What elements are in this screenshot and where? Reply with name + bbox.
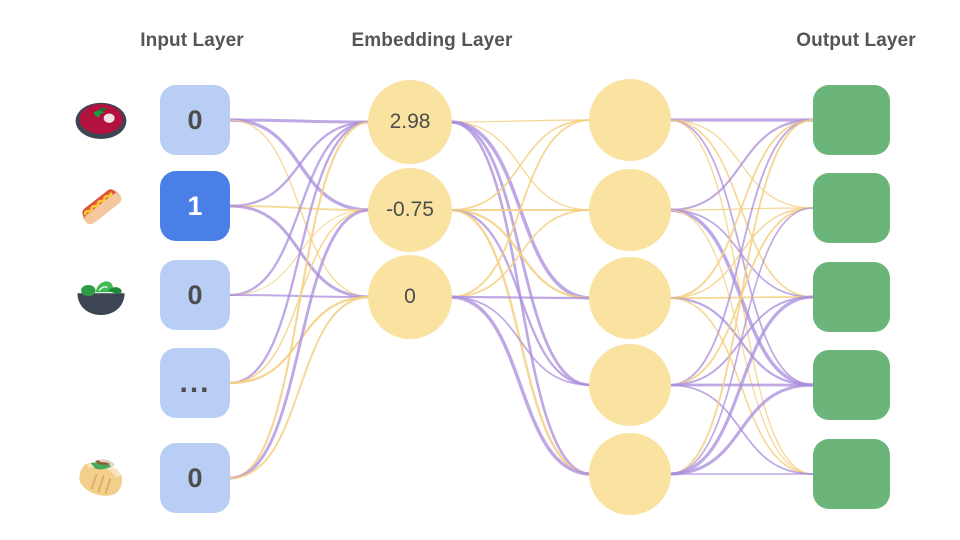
connection-line xyxy=(449,295,592,300)
connection-line xyxy=(668,119,814,209)
connection-line xyxy=(449,121,592,211)
input-node-value: 0 xyxy=(187,279,203,310)
connection-line xyxy=(229,204,371,299)
embedding-node-value: -0.75 xyxy=(386,198,434,221)
connection-line xyxy=(668,119,814,386)
connection-line xyxy=(668,209,814,298)
connection-line xyxy=(668,297,814,475)
embedding-node-2[interactable]: 0 xyxy=(368,255,452,339)
connection-line xyxy=(229,120,371,208)
input-node-4[interactable]: 0 xyxy=(160,443,230,513)
output-node-0[interactable] xyxy=(813,85,890,155)
connection-line xyxy=(668,383,814,476)
input-node-value: ... xyxy=(179,366,211,399)
connection-line xyxy=(229,118,371,124)
burrito-icon xyxy=(72,449,130,507)
connection-line xyxy=(449,208,592,300)
hot-dog-icon xyxy=(72,177,130,235)
output-node-1[interactable] xyxy=(813,173,890,243)
hidden-node-3[interactable] xyxy=(589,344,671,426)
embedding-node-0[interactable]: 2.98 xyxy=(368,80,452,164)
layer-title: Input Layer xyxy=(140,30,244,51)
connection-line xyxy=(668,296,814,299)
embedding-node-value: 0 xyxy=(404,285,416,308)
output-node-2[interactable] xyxy=(813,262,890,332)
input-node-value: 1 xyxy=(187,190,203,221)
connection-line xyxy=(668,296,814,387)
connection-line xyxy=(229,296,371,479)
salad-bowl-icon xyxy=(72,266,130,324)
connection-line xyxy=(668,119,814,475)
connection-line xyxy=(229,205,371,211)
input-node-2[interactable]: 0 xyxy=(160,260,230,330)
connection-line xyxy=(449,208,592,476)
connection-line xyxy=(449,120,592,387)
connection-line xyxy=(229,295,371,385)
steak-bowl-icon xyxy=(72,91,130,149)
hidden-node-1[interactable] xyxy=(589,169,671,251)
connection-line xyxy=(449,208,592,387)
input-node-3[interactable]: ... xyxy=(160,348,230,418)
connection-line xyxy=(668,119,814,299)
connection-line xyxy=(449,119,592,298)
connection-line xyxy=(668,207,814,475)
connection-line xyxy=(449,119,592,123)
connection-line xyxy=(449,296,592,386)
connection-line xyxy=(668,209,814,475)
hidden-node-2[interactable] xyxy=(589,257,671,339)
connection-line xyxy=(668,119,814,386)
connection-line xyxy=(229,118,371,212)
embedding-node-1[interactable]: -0.75 xyxy=(368,168,452,252)
connection-line xyxy=(668,119,814,475)
connection-line xyxy=(229,120,371,297)
input-node-1[interactable]: 1 xyxy=(160,171,230,241)
connection-line xyxy=(668,119,814,298)
output-node-4[interactable] xyxy=(813,439,890,509)
connection-line xyxy=(449,209,592,298)
connection-line xyxy=(229,120,371,385)
connection-line xyxy=(449,119,592,211)
hidden-node-4[interactable] xyxy=(589,433,671,515)
connection-line xyxy=(668,207,814,211)
connection-line xyxy=(229,120,371,480)
input-node-value: 0 xyxy=(187,104,203,135)
connection-line xyxy=(229,208,371,480)
connection-line xyxy=(668,295,814,476)
embedding-node-value: 2.98 xyxy=(389,110,431,133)
input-node-value: 0 xyxy=(187,462,203,493)
connection-line xyxy=(229,119,371,298)
connection-line xyxy=(668,384,814,475)
connection-line xyxy=(668,208,814,387)
layer-title: Output Layer xyxy=(796,30,916,51)
layer-title: Embedding Layer xyxy=(351,30,513,51)
connection-line xyxy=(668,118,814,212)
connection-line xyxy=(449,120,592,476)
connection-line xyxy=(668,207,814,386)
connection-line xyxy=(449,120,592,300)
input-node-0[interactable]: 0 xyxy=(160,85,230,155)
output-node-3[interactable] xyxy=(813,350,890,420)
connection-line xyxy=(668,207,814,299)
connection-line xyxy=(229,209,371,384)
hidden-node-0[interactable] xyxy=(589,79,671,161)
connection-line xyxy=(449,295,592,476)
connection-line xyxy=(229,209,371,296)
connection-line xyxy=(668,296,814,386)
connection-line xyxy=(229,294,371,298)
